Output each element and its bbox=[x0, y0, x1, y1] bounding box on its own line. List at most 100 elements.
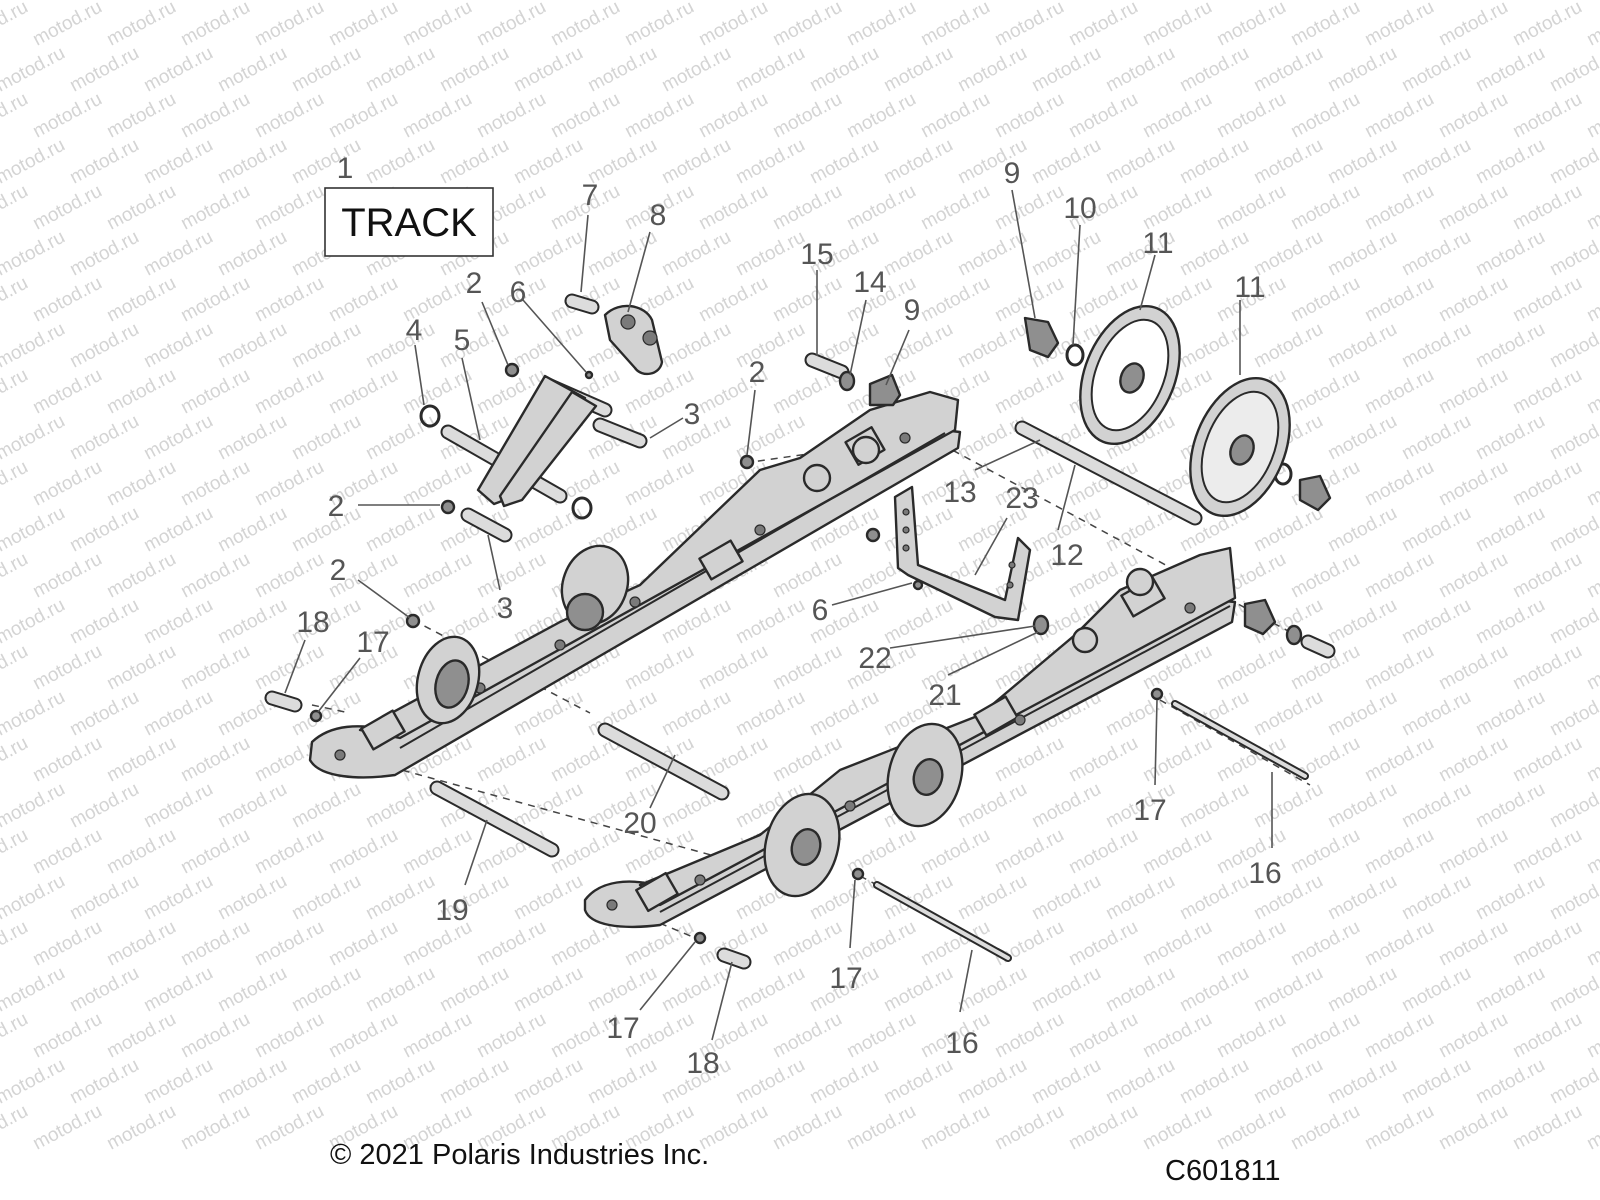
watermark: motod.ru bbox=[103, 89, 179, 143]
watermark: motod.ru bbox=[288, 871, 364, 925]
watermark: motod.ru bbox=[140, 411, 216, 465]
watermark: motod.ru bbox=[103, 825, 179, 879]
watermark: motod.ru bbox=[29, 0, 105, 50]
watermark: motod.ru bbox=[288, 1055, 364, 1109]
watermark: motod.ru bbox=[436, 963, 512, 1017]
watermark: motod.ru bbox=[1028, 871, 1104, 925]
watermark: motod.ru bbox=[917, 0, 993, 50]
watermark: motod.ru bbox=[1361, 365, 1437, 419]
watermark: motod.ru bbox=[288, 43, 364, 97]
watermark: motod.ru bbox=[177, 181, 253, 235]
watermark: motod.ru bbox=[1398, 227, 1474, 281]
long-bolt-rear bbox=[873, 881, 1012, 962]
watermark: motod.ru bbox=[1324, 43, 1400, 97]
callout-3: 3 bbox=[497, 592, 514, 625]
watermark: motod.ru bbox=[1509, 0, 1585, 50]
watermark: motod.ru bbox=[1583, 0, 1600, 50]
watermark: motod.ru bbox=[140, 135, 216, 189]
watermark: motod.ru bbox=[1250, 503, 1326, 557]
watermark: motod.ru bbox=[1398, 687, 1474, 741]
watermark: motod.ru bbox=[1398, 319, 1474, 373]
watermark: motod.ru bbox=[1398, 871, 1474, 925]
watermark: motod.ru bbox=[1139, 0, 1215, 50]
watermark: motod.ru bbox=[1546, 319, 1600, 373]
watermark: motod.ru bbox=[0, 411, 69, 465]
callout-6: 6 bbox=[812, 594, 829, 627]
watermark: motod.ru bbox=[695, 0, 771, 50]
watermark: motod.ru bbox=[991, 1009, 1067, 1063]
watermark: motod.ru bbox=[621, 457, 697, 511]
watermark: motod.ru bbox=[1028, 135, 1104, 189]
watermark: motod.ru bbox=[732, 43, 808, 97]
watermark: motod.ru bbox=[1139, 825, 1215, 879]
callout-9: 9 bbox=[1004, 157, 1021, 190]
watermark: motod.ru bbox=[66, 963, 142, 1017]
watermark: motod.ru bbox=[0, 135, 69, 189]
watermark: motod.ru bbox=[1509, 825, 1585, 879]
watermark: motod.ru bbox=[214, 1055, 290, 1109]
watermark: motod.ru bbox=[29, 733, 105, 787]
watermark: motod.ru bbox=[1102, 963, 1178, 1017]
watermark: motod.ru bbox=[1435, 917, 1511, 971]
cross-shaft-rear bbox=[429, 780, 560, 858]
watermark: motod.ru bbox=[1583, 733, 1600, 787]
watermark: motod.ru bbox=[29, 641, 105, 695]
watermark: motod.ru bbox=[0, 181, 32, 235]
watermark: motod.ru bbox=[0, 641, 32, 695]
watermark: motod.ru bbox=[991, 825, 1067, 879]
watermark: motod.ru bbox=[251, 917, 327, 971]
watermark: motod.ru bbox=[66, 411, 142, 465]
watermark: motod.ru bbox=[732, 227, 808, 281]
watermark: motod.ru bbox=[1287, 825, 1363, 879]
watermark: motod.ru bbox=[843, 89, 919, 143]
watermark: motod.ru bbox=[177, 457, 253, 511]
watermark: motod.ru bbox=[214, 503, 290, 557]
watermark: motod.ru bbox=[1324, 687, 1400, 741]
watermark: motod.ru bbox=[1065, 89, 1141, 143]
callout-16: 16 bbox=[1248, 857, 1281, 890]
watermark: motod.ru bbox=[1435, 457, 1511, 511]
watermark: motod.ru bbox=[473, 733, 549, 787]
watermark: motod.ru bbox=[806, 0, 882, 4]
watermark: motod.ru bbox=[1583, 365, 1600, 419]
watermark: motod.ru bbox=[399, 89, 475, 143]
watermark: motod.ru bbox=[251, 641, 327, 695]
watermark: motod.ru bbox=[214, 0, 290, 4]
left-rail-idler-wheel-rear bbox=[415, 635, 481, 725]
watermark: motod.ru bbox=[177, 273, 253, 327]
watermark: motod.ru bbox=[140, 595, 216, 649]
watermark: motod.ru bbox=[954, 319, 1030, 373]
callout-18: 18 bbox=[686, 1047, 719, 1080]
spacer bbox=[1065, 343, 1085, 367]
watermark: motod.ru bbox=[0, 687, 69, 741]
watermark: motod.ru bbox=[29, 365, 105, 419]
callout-20: 20 bbox=[623, 807, 656, 840]
callout-17: 17 bbox=[606, 1012, 639, 1045]
watermark: motod.ru bbox=[1546, 779, 1600, 833]
watermark: motod.ru bbox=[436, 43, 512, 97]
watermark: motod.ru bbox=[1435, 89, 1511, 143]
watermark: motod.ru bbox=[1287, 1101, 1363, 1155]
watermark: motod.ru bbox=[103, 181, 179, 235]
watermark: motod.ru bbox=[29, 1009, 105, 1063]
watermark: motod.ru bbox=[66, 319, 142, 373]
callout-10: 10 bbox=[1063, 192, 1096, 225]
watermark: motod.ru bbox=[1472, 1055, 1548, 1109]
watermark: motod.ru bbox=[880, 43, 956, 97]
watermark: motod.ru bbox=[510, 871, 586, 925]
watermark: motod.ru bbox=[1546, 43, 1600, 97]
watermark: motod.ru bbox=[917, 1101, 993, 1155]
watermark: motod.ru bbox=[1028, 43, 1104, 97]
watermark: motod.ru bbox=[103, 1101, 179, 1155]
watermark: motod.ru bbox=[214, 779, 290, 833]
watermark: motod.ru bbox=[325, 0, 401, 50]
watermark: motod.ru bbox=[140, 43, 216, 97]
watermark: motod.ru bbox=[473, 917, 549, 971]
watermark: motod.ru bbox=[1324, 503, 1400, 557]
nuts-and-washers bbox=[309, 362, 1303, 945]
watermark: motod.ru bbox=[1324, 0, 1400, 4]
watermark: motod.ru bbox=[1472, 0, 1548, 4]
watermark: motod.ru bbox=[29, 1101, 105, 1155]
rear-axle bbox=[1014, 420, 1203, 526]
watermark: motod.ru bbox=[732, 963, 808, 1017]
